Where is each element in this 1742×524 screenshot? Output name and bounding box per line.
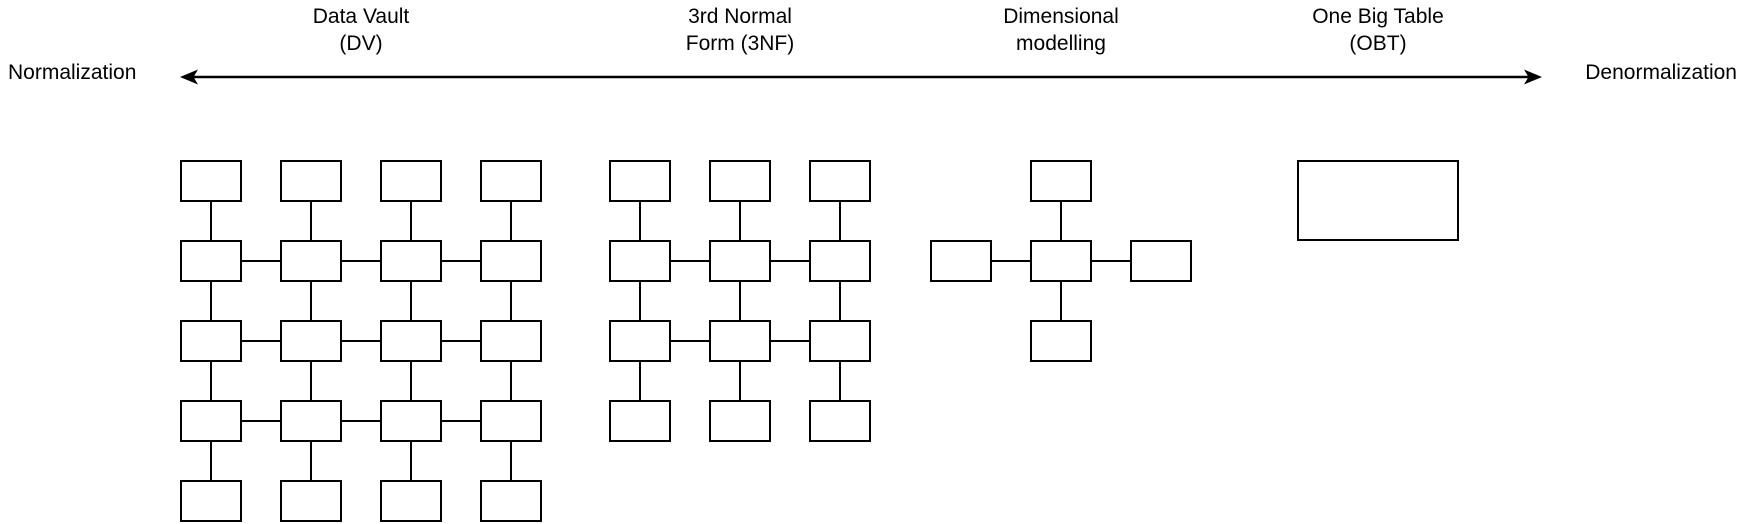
third-normal-form-schema-table-box xyxy=(709,320,771,362)
data-vault-schema-table-box xyxy=(380,480,442,522)
normalization-spectrum-arrow xyxy=(180,69,1542,85)
label-3nf-line1: 3rd Normal xyxy=(688,5,792,28)
data-vault-schema-table-box xyxy=(280,160,342,202)
data-vault-schema-table-box xyxy=(380,400,442,442)
label-dimensional-line2: modelling xyxy=(1016,32,1106,55)
label-data-vault-line1: Data Vault xyxy=(312,5,410,28)
data-vault-schema-table-box xyxy=(280,480,342,522)
data-vault-schema-table-box xyxy=(280,400,342,442)
third-normal-form-schema xyxy=(609,160,871,442)
data-vault-schema-table-box xyxy=(480,240,542,282)
dimensional-star-schema-table-box xyxy=(1030,160,1092,202)
data-vault-schema-table-box xyxy=(480,480,542,522)
one-big-table-schema-table-box xyxy=(1297,160,1459,241)
label-data-vault: Data Vault (DV) xyxy=(241,3,481,57)
label-one-big-table: One Big Table (OBT) xyxy=(1258,3,1498,57)
dimensional-star-schema-table-box xyxy=(1130,240,1192,282)
third-normal-form-schema-table-box xyxy=(609,160,671,202)
data-vault-schema-table-box xyxy=(380,160,442,202)
data-vault-schema-table-box xyxy=(280,240,342,282)
label-data-vault-line2: (DV) xyxy=(339,32,383,55)
data-vault-schema-table-box xyxy=(180,160,242,202)
third-normal-form-schema-table-box xyxy=(609,240,671,282)
one-big-table-schema xyxy=(1297,160,1459,241)
data-vault-schema-table-box xyxy=(480,320,542,362)
third-normal-form-schema-table-box xyxy=(609,320,671,362)
third-normal-form-schema-table-box xyxy=(609,400,671,442)
data-vault-schema-table-box xyxy=(380,320,442,362)
dimensional-star-schema-table-box xyxy=(1030,240,1092,282)
data-vault-schema-table-box xyxy=(480,400,542,442)
third-normal-form-schema-table-box xyxy=(709,400,771,442)
data-vault-schema xyxy=(180,160,542,522)
third-normal-form-schema-table-box xyxy=(709,240,771,282)
data-vault-schema-table-box xyxy=(380,240,442,282)
third-normal-form-schema-table-box xyxy=(809,400,871,442)
data-vault-schema-table-box xyxy=(180,400,242,442)
spectrum-arrow-left-head-icon xyxy=(180,69,198,85)
data-vault-schema-table-box xyxy=(480,160,542,202)
label-obt-line1: One Big Table xyxy=(1312,5,1444,28)
data-vault-schema-table-box xyxy=(180,480,242,522)
dimensional-star-schema-table-box xyxy=(930,240,992,282)
dimensional-star-schema-table-box xyxy=(1030,320,1092,362)
third-normal-form-schema-table-box xyxy=(809,240,871,282)
spectrum-arrow-right-head-icon xyxy=(1524,69,1542,85)
third-normal-form-schema-table-box xyxy=(809,320,871,362)
label-3nf-line2: Form (3NF) xyxy=(685,32,795,55)
data-vault-schema-table-box xyxy=(280,320,342,362)
axis-label-denormalization: Denormalization xyxy=(1585,61,1737,84)
data-vault-schema-table-box xyxy=(180,320,242,362)
dimensional-star-schema xyxy=(930,160,1192,362)
label-dimensional-line1: Dimensional xyxy=(1003,5,1119,28)
axis-label-normalization: Normalization xyxy=(8,61,137,84)
label-dimensional-modelling: Dimensional modelling xyxy=(941,3,1181,57)
data-vault-schema-table-box xyxy=(180,240,242,282)
third-normal-form-schema-table-box xyxy=(709,160,771,202)
label-3nf: 3rd Normal Form (3NF) xyxy=(620,3,860,57)
label-obt-line2: (OBT) xyxy=(1349,32,1407,55)
third-normal-form-schema-table-box xyxy=(809,160,871,202)
